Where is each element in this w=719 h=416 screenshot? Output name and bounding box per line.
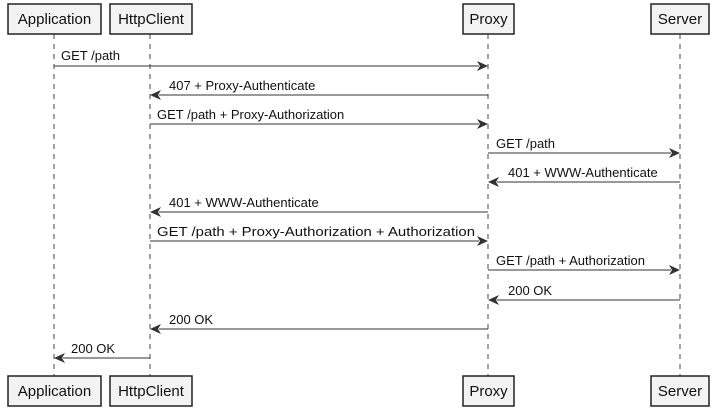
arrow-right-icon xyxy=(477,119,488,129)
participant-proxy-bottom: Proxy xyxy=(462,375,515,407)
lifelines xyxy=(53,34,681,376)
message-4-label: 401 + WWW-Authenticate xyxy=(508,165,658,180)
message-5-label: 401 + WWW-Authenticate xyxy=(169,195,319,210)
message-4: 401 + WWW-Authenticate xyxy=(488,165,680,187)
participants-top: Application HttpClient Proxy Server xyxy=(7,3,710,35)
arrow-left-icon xyxy=(150,207,161,217)
participant-proxy-label: Proxy xyxy=(469,11,508,28)
participant-proxy-label-bottom: Proxy xyxy=(469,383,508,400)
message-9-label: 200 OK xyxy=(169,312,213,327)
participant-httpclient-label-bottom: HttpClient xyxy=(118,383,185,400)
message-3-label: GET /path xyxy=(496,136,555,151)
message-8: 200 OK xyxy=(488,283,680,305)
message-7-label: GET /path + Authorization xyxy=(496,253,645,268)
participants-bottom: Application HttpClient Proxy Server xyxy=(7,375,710,407)
message-3: GET /path xyxy=(488,136,680,158)
message-2: GET /path + Proxy-Authorization xyxy=(150,107,488,129)
message-1: 407 + Proxy-Authenticate xyxy=(150,78,488,100)
arrow-left-icon xyxy=(54,353,65,363)
arrow-left-icon xyxy=(488,295,499,305)
participant-server-label: Server xyxy=(658,11,702,28)
participant-httpclient-bottom: HttpClient xyxy=(109,375,193,407)
message-2-label: GET /path + Proxy-Authorization xyxy=(157,107,344,122)
arrow-right-icon xyxy=(477,236,488,246)
message-10: 200 OK xyxy=(54,341,150,363)
participant-proxy-top: Proxy xyxy=(462,3,515,35)
arrow-left-icon xyxy=(150,90,161,100)
participant-httpclient-label: HttpClient xyxy=(118,11,185,28)
message-0-label: GET /path xyxy=(61,48,120,63)
arrow-left-icon xyxy=(488,177,499,187)
participant-application-bottom: Application xyxy=(7,375,102,407)
arrow-right-icon xyxy=(669,265,680,275)
participant-application-label: Application xyxy=(18,11,91,28)
participant-httpclient-top: HttpClient xyxy=(109,3,193,35)
message-7: GET /path + Authorization xyxy=(488,253,680,275)
message-6: GET /path + Proxy-Authorization + Author… xyxy=(150,224,488,246)
arrow-right-icon xyxy=(477,61,488,71)
participant-application-label-bottom: Application xyxy=(18,383,91,400)
arrow-left-icon xyxy=(150,324,161,334)
message-9: 200 OK xyxy=(150,312,488,334)
message-6-label: GET /path + Proxy-Authorization + Author… xyxy=(157,224,475,239)
participant-application-top: Application xyxy=(7,3,102,35)
arrow-right-icon xyxy=(669,148,680,158)
message-1-label: 407 + Proxy-Authenticate xyxy=(169,78,315,93)
message-8-label: 200 OK xyxy=(508,283,552,298)
message-0: GET /path xyxy=(54,48,488,71)
participant-server-top: Server xyxy=(650,3,710,35)
participant-server-bottom: Server xyxy=(650,375,710,407)
message-10-label: 200 OK xyxy=(71,341,115,356)
participant-server-label-bottom: Server xyxy=(658,383,702,400)
message-5: 401 + WWW-Authenticate xyxy=(150,195,488,217)
